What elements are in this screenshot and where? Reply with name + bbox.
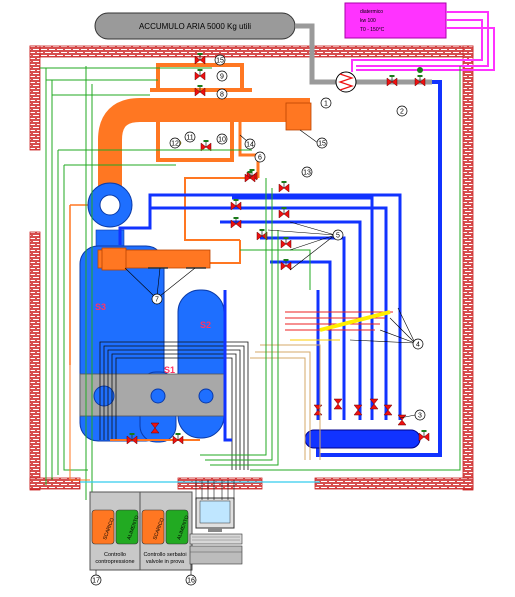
green-pneumatic-lines [40,66,461,500]
right-panel-caption-2: valvole in prova [146,559,185,565]
left-scarico-panel[interactable] [91,509,115,545]
wall-bottom-mid [177,477,263,490]
svg-text:9: 9 [220,74,224,81]
svg-text:7: 7 [155,297,159,304]
callout-15b: 15 [316,137,328,149]
svg-text:13: 13 [303,170,311,177]
valve-13 [278,180,290,193]
callout-8: 8 [216,88,228,100]
svg-text:6: 6 [258,155,262,162]
heat-exchanger [335,71,357,93]
callout-11: 11 [184,131,196,143]
water-collector [304,429,421,449]
callout-pointers [124,129,416,419]
gray-air-pipe [295,23,336,85]
air-storage-tank-label: ACCUMULO ARIA 5000 Kg utili [139,22,251,31]
wire-connectors [195,480,235,500]
callout-12: 12 [169,137,181,149]
right-alimento-panel[interactable] [165,509,189,545]
callout-4: 4 [412,338,424,350]
callout-6: 6 [254,151,266,163]
valve-row-c [230,216,242,229]
callout-14: 14 [244,138,256,150]
callout-15: 15 [214,54,226,66]
valve-row-a [244,170,256,183]
computer-workstation [189,497,243,565]
tank-s3-label: S3 [95,302,106,312]
blue-main-line [316,80,442,457]
svg-text:5: 5 [336,233,340,240]
signal-lines [250,311,393,460]
duct-flange [285,102,312,131]
left-panel-caption-1: Controllo [104,552,126,558]
left-alimento-panel[interactable] [115,509,139,545]
heat-source-box: diatermico kw 100 T0 - 150°C [344,2,447,39]
svg-text:15: 15 [318,141,326,148]
callout-16: 16 [185,574,197,586]
valve-low-2 [333,398,343,410]
svg-text:16: 16 [187,578,195,585]
valve-collector [418,429,430,442]
wall-top [29,45,474,58]
tank-s1-label: S1 [164,365,175,375]
tank-s2-label: S2 [200,320,211,330]
callout-1: 1 [320,97,332,109]
valve-low-1 [313,404,323,416]
building-walls [29,45,474,491]
keyboard[interactable] [189,533,243,545]
wall-bottom-left [29,477,81,490]
valve-bottom-c [172,432,184,445]
svg-text:2: 2 [400,109,404,116]
svg-text:15: 15 [216,58,224,65]
regulator [417,67,423,73]
wall-left-lower [29,231,41,491]
heat-source-line-1: diatermico [360,9,383,15]
callout-7: 7 [151,293,163,305]
callout-10: 10 [216,133,228,145]
magenta-heating-lines [351,11,495,72]
svg-text:1: 1 [324,101,328,108]
callout-9: 9 [216,70,228,82]
desk [189,545,243,565]
heat-source-line-2: kw 100 [360,18,376,24]
valve-10 [200,139,212,152]
svg-text:3: 3 [418,413,422,420]
svg-text:10: 10 [218,137,226,144]
callout-17: 17 [90,574,102,586]
callout-13: 13 [301,166,313,178]
instrument-lines [99,341,249,470]
support-frame [79,373,227,417]
right-scarico-panel[interactable] [141,509,165,545]
svg-text:11: 11 [186,135,193,142]
right-panel-caption-1: Controllo serbatoi [143,552,186,558]
air-storage-tank: ACCUMULO ARIA 5000 Kg utili [94,12,296,40]
control-cabinet: SCARICO ALIMENTO SCARICO ALIMENTO Contro… [89,491,193,571]
svg-text:12: 12 [171,141,179,148]
svg-text:4: 4 [416,342,420,349]
left-panel-caption-2: contropressione [95,559,134,565]
wall-left-upper [29,45,41,151]
svg-text:17: 17 [92,578,100,585]
heat-source-line-3: T0 - 150°C [360,27,385,33]
callout-3: 3 [414,409,426,421]
yellow-signal-bar [319,310,391,332]
valve-9 [194,68,206,81]
wall-right [462,45,474,491]
callouts: 1 2 3 4 5 6 7 8 9 10 11 12 13 14 15 15 1… [90,54,426,586]
svg-text:14: 14 [246,142,254,149]
orange-thin-link [69,365,90,481]
callout-2: 2 [396,105,408,117]
valve-8 [194,84,206,97]
svg-text:8: 8 [220,92,224,99]
blue-left-riser [223,290,232,442]
wall-bottom-right [314,477,474,490]
callout-5: 5 [332,229,344,241]
main-air-duct [98,98,310,190]
